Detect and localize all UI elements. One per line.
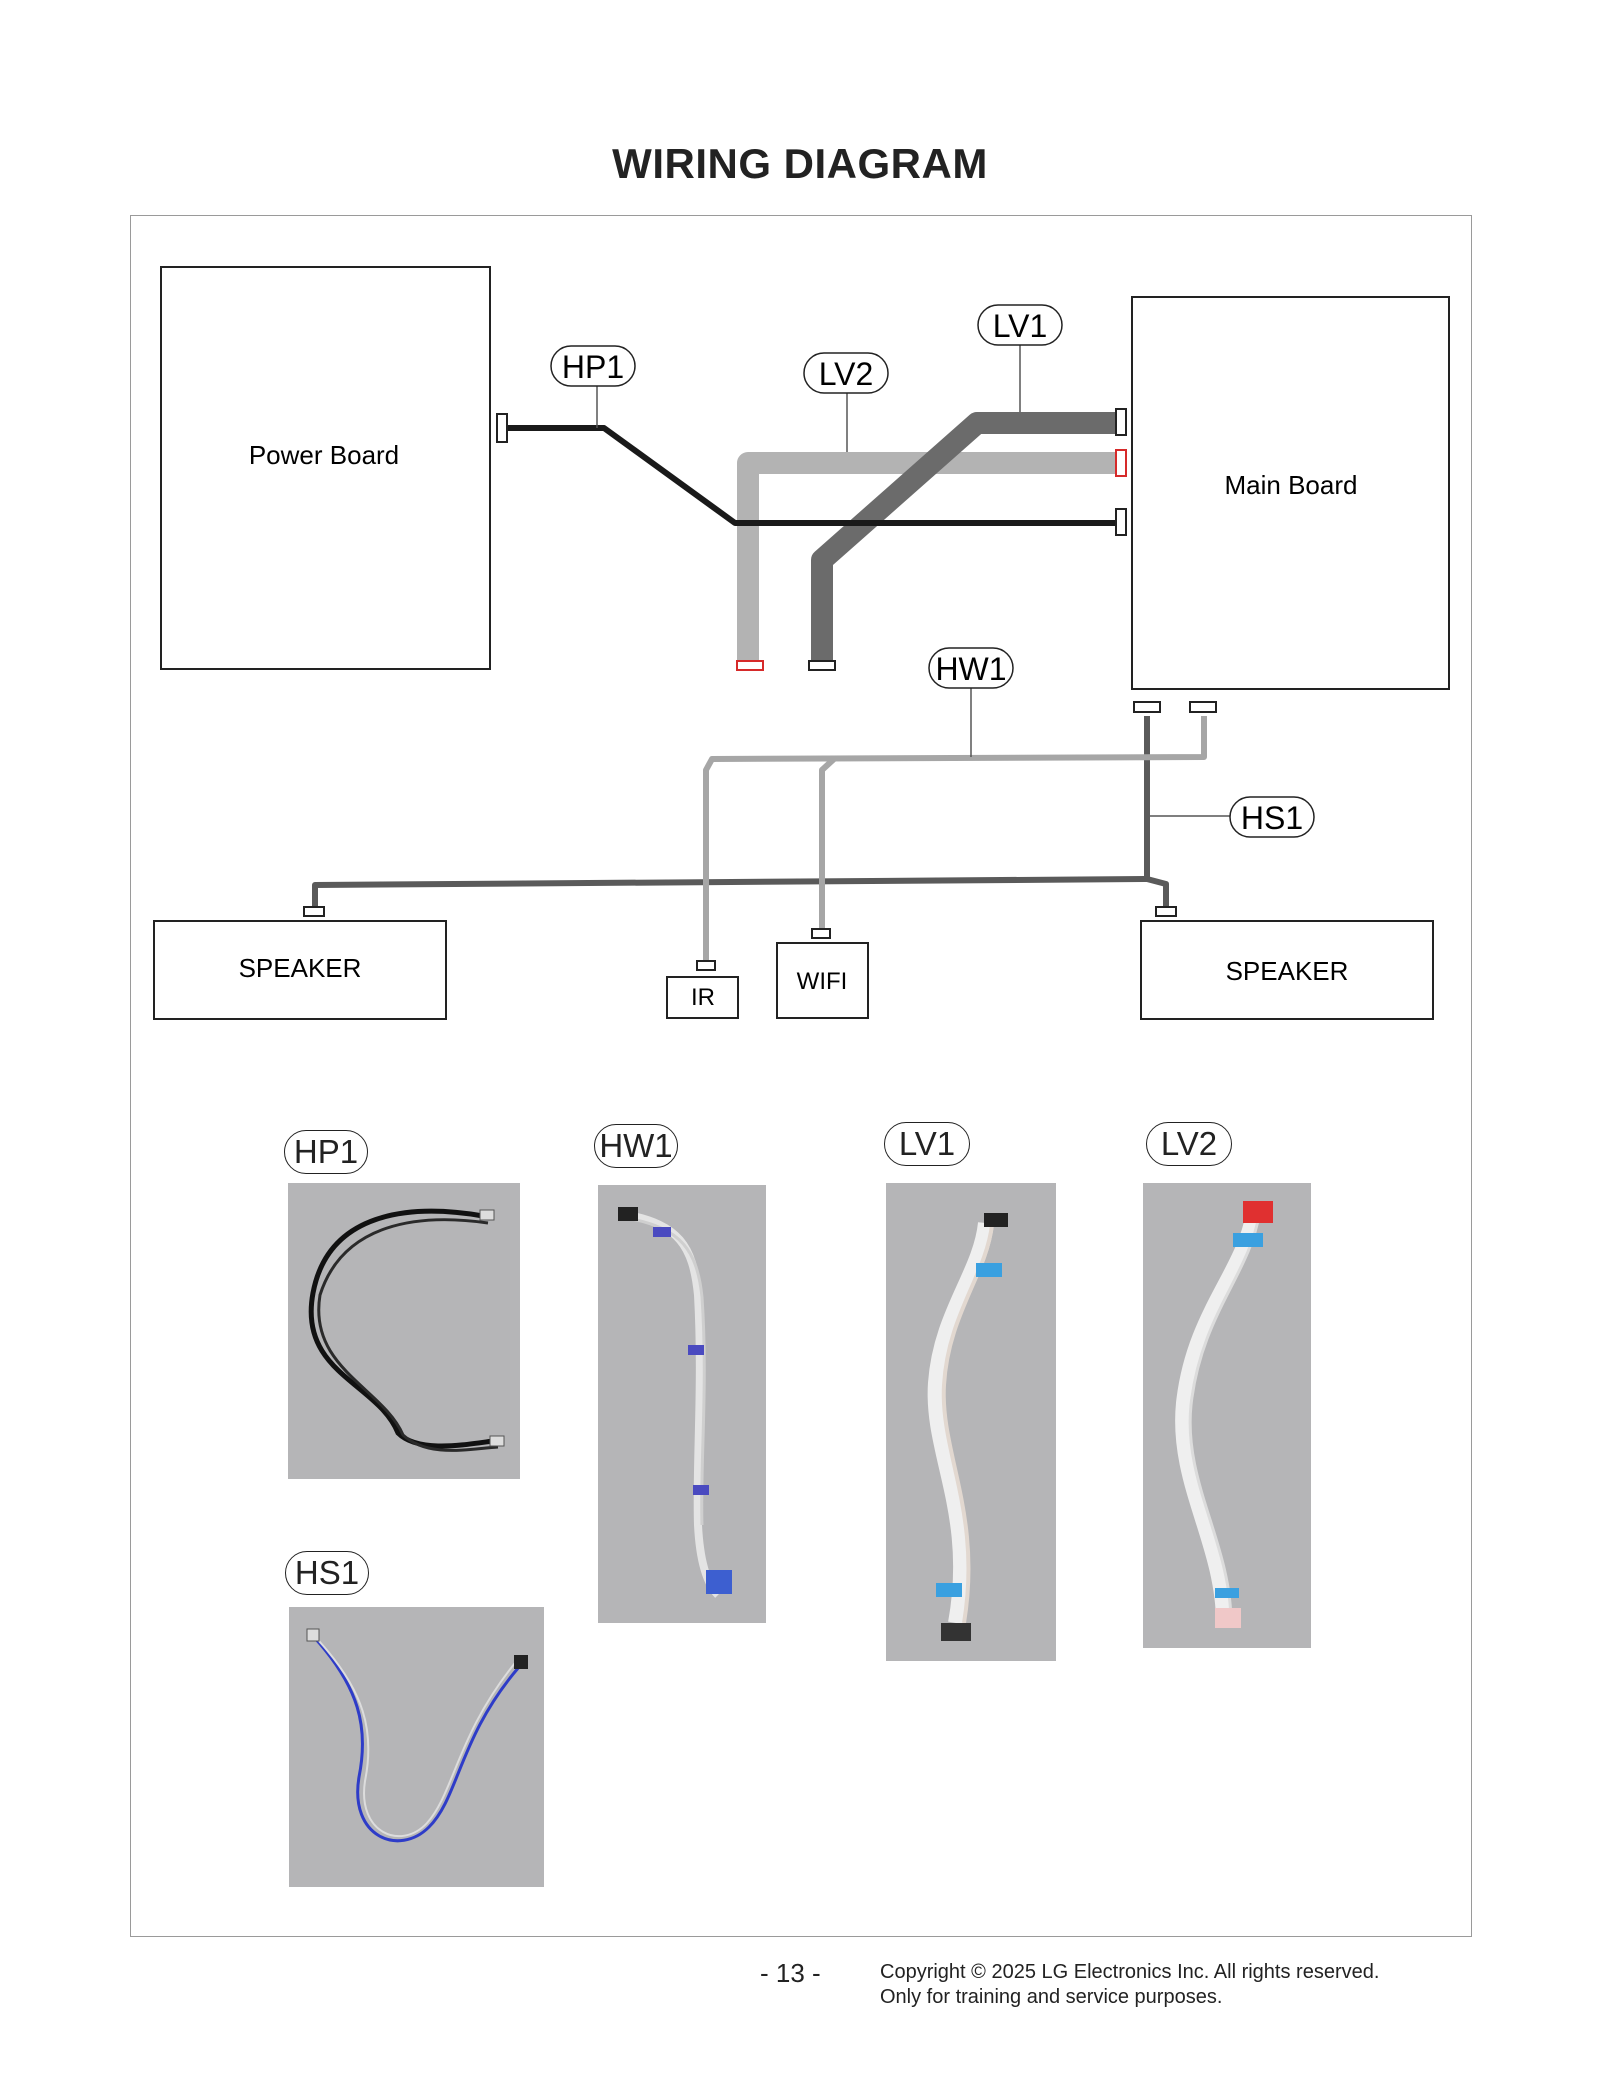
lv1-callout-label: LV1 (993, 308, 1048, 344)
speaker-left-connector (303, 906, 325, 917)
wifi-label: WIFI (797, 968, 848, 995)
photo-label-lv2: LV2 (1146, 1122, 1232, 1166)
diagram-frame (130, 215, 1472, 1937)
usage-note: Only for training and service purposes. (880, 1986, 1223, 2008)
lv1-callout: LV1 (977, 304, 1063, 346)
main-board-label: Main Board (1225, 470, 1358, 500)
hs1-cable (312, 716, 1150, 909)
wifi-box: WIFI (776, 942, 869, 1019)
wifi-connector (811, 928, 831, 939)
hs1-main-connector (1133, 701, 1161, 713)
hp1-callout: HP1 (550, 345, 636, 387)
ir-box: IR (666, 976, 739, 1019)
lv2-main-connector (1115, 449, 1127, 477)
lv2-callout-label: LV2 (819, 356, 874, 392)
photo-label-hw1: HW1 (594, 1124, 678, 1168)
speaker-right-connector (1155, 906, 1177, 917)
hp1-power-connector (496, 413, 508, 443)
copyright-text: Copyright © 2025 LG Electronics Inc. All… (880, 1961, 1380, 1983)
power-board-label: Power Board (249, 440, 399, 470)
hw1-callout-label: HW1 (935, 651, 1006, 687)
hp1-main-connector (1115, 508, 1127, 536)
lv1-panel-connector (808, 660, 836, 671)
photo-label-lv1: LV1 (884, 1122, 970, 1166)
power-board: Power Board (160, 266, 491, 670)
speaker-left-label: SPEAKER (239, 953, 362, 983)
hw1-cable (703, 716, 1207, 963)
speaker-right: SPEAKER (1140, 920, 1434, 1020)
lv2-panel-connector (736, 660, 764, 671)
hs1-photo (289, 1607, 544, 1887)
hp1-callout-label: HP1 (562, 349, 624, 385)
hs1-cable-right (1146, 876, 1169, 909)
lv2-cable (737, 452, 1118, 664)
lv1-cable (811, 412, 1118, 664)
ir-connector (696, 960, 716, 971)
hp1-cable (506, 425, 1118, 526)
page-number: - 13 - (760, 1958, 821, 1988)
hp1-photo (288, 1183, 520, 1479)
hw1-callout: HW1 (928, 647, 1014, 689)
hw1-cable-wifi (819, 756, 837, 930)
hw1-photo (598, 1185, 766, 1623)
main-board: Main Board (1131, 296, 1450, 690)
hs1-callout-label: HS1 (1241, 800, 1303, 836)
speaker-left: SPEAKER (153, 920, 447, 1020)
lv1-main-connector (1115, 408, 1127, 436)
page-title: WIRING DIAGRAM (612, 140, 988, 187)
hs1-callout: HS1 (1229, 796, 1315, 838)
speaker-right-label: SPEAKER (1226, 956, 1349, 986)
lv2-callout: LV2 (803, 352, 889, 394)
lv1-photo (886, 1183, 1056, 1661)
lv2-photo (1143, 1183, 1311, 1648)
footer-copyright: Copyright © 2025 LG Electronics Inc. All… (880, 1960, 1379, 2010)
hw1-main-connector (1189, 701, 1217, 713)
ir-label: IR (691, 984, 715, 1011)
photo-label-hp1: HP1 (284, 1130, 368, 1174)
photo-label-hs1: HS1 (285, 1551, 369, 1595)
